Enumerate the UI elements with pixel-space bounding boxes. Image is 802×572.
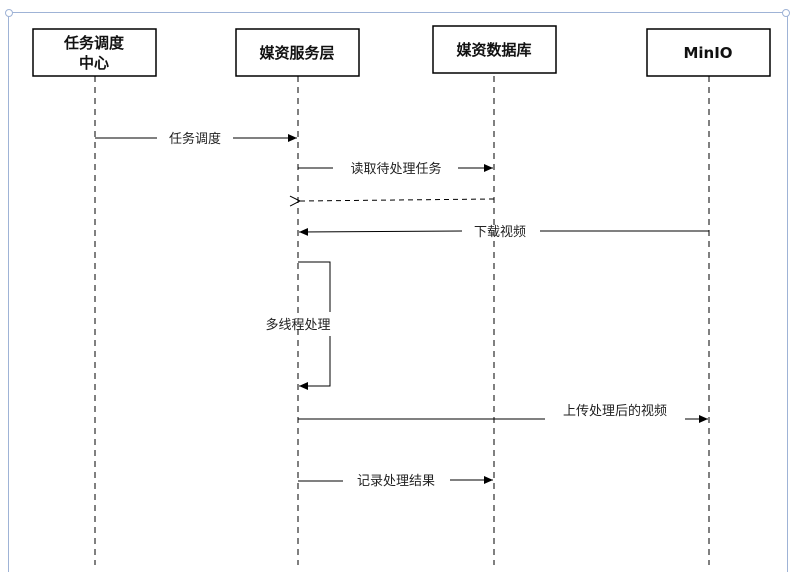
message-upload-processed-video-label: 上传处理后的视频 — [563, 403, 667, 419]
message-read-pending-tasks-label: 读取待处理任务 — [350, 161, 441, 177]
message-multithread-processing-label: 多线程处理 — [265, 317, 330, 333]
message-download-video[interactable]: 下载视频 — [298, 225, 709, 240]
message-record-result[interactable]: 记录处理结果 — [298, 474, 493, 489]
diagram-frame — [8, 12, 788, 572]
message-download-video-label: 下载视频 — [474, 225, 526, 240]
message-multithread-processing[interactable]: 多线程处理 — [265, 261, 331, 390]
participant-minio[interactable]: MinIO — [646, 28, 771, 77]
message-task-dispatch[interactable]: 任务调度 — [95, 131, 297, 147]
message-return-tasks[interactable] — [300, 199, 495, 201]
participant-media-db[interactable]: 媒资数据库 — [432, 25, 557, 74]
participant-scheduler[interactable]: 任务调度 中心 — [32, 28, 157, 77]
participant-scheduler-label-line2: 中心 — [79, 54, 109, 72]
message-upload-processed-video[interactable]: 上传处理后的视频 — [298, 403, 708, 423]
participant-minio-label: MinIO — [683, 44, 732, 62]
participant-media-service[interactable]: 媒资服务层 — [235, 28, 360, 77]
participant-media-service-label: 媒资服务层 — [259, 44, 334, 62]
participant-scheduler-label-line1: 任务调度 — [63, 34, 125, 52]
message-task-dispatch-label: 任务调度 — [169, 131, 221, 147]
frame-handle-top-left[interactable] — [5, 9, 13, 17]
message-read-pending-tasks[interactable]: 读取待处理任务 — [298, 161, 493, 177]
message-record-result-label: 记录处理结果 — [357, 474, 435, 489]
participant-media-db-label: 媒资数据库 — [456, 41, 531, 59]
frame-handle-top-right[interactable] — [782, 9, 790, 17]
